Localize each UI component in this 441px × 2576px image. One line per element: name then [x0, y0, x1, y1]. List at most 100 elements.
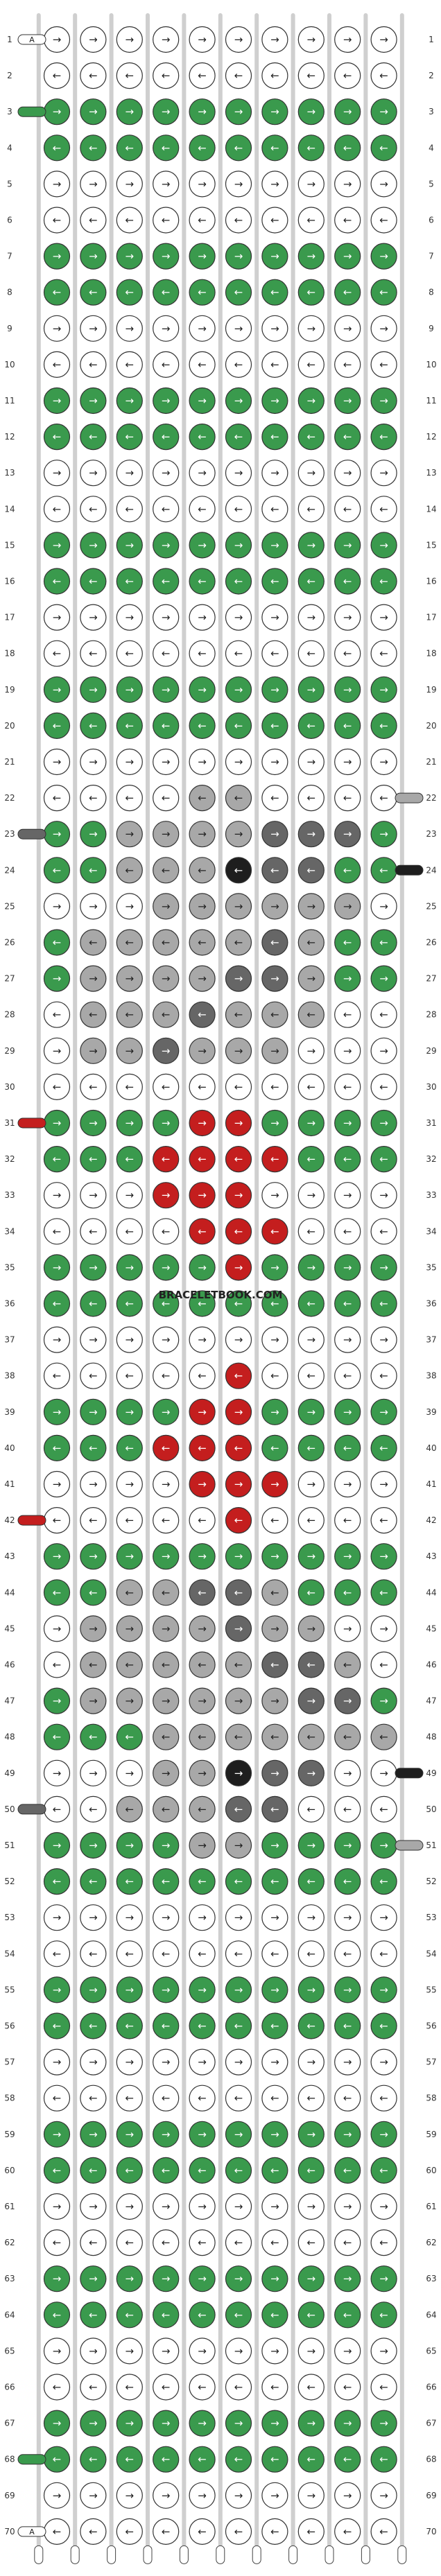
knot[interactable]: →: [261, 604, 288, 631]
knot[interactable]: ←: [225, 62, 252, 89]
knot[interactable]: →: [225, 893, 252, 920]
knot[interactable]: →: [153, 1037, 180, 1064]
knot[interactable]: ←: [261, 1651, 288, 1678]
knot[interactable]: →: [116, 98, 143, 125]
knot[interactable]: ←: [334, 2518, 361, 2545]
knot[interactable]: ←: [80, 2518, 107, 2545]
knot[interactable]: →: [297, 1759, 325, 1786]
knot[interactable]: ←: [370, 1290, 397, 1317]
knot[interactable]: →: [116, 676, 143, 703]
knot[interactable]: →: [261, 1904, 288, 1931]
knot[interactable]: ←: [116, 784, 143, 812]
knot[interactable]: ←: [189, 1868, 216, 1895]
knot[interactable]: →: [189, 532, 216, 559]
knot[interactable]: ←: [297, 279, 325, 306]
knot[interactable]: →: [225, 1109, 252, 1137]
knot[interactable]: →: [43, 1687, 71, 1714]
knot[interactable]: ←: [297, 1290, 325, 1317]
knot[interactable]: →: [261, 2410, 288, 2437]
knot[interactable]: ←: [189, 496, 216, 523]
knot[interactable]: ←: [116, 1507, 143, 1534]
knot[interactable]: ←: [43, 1940, 71, 1967]
knot[interactable]: ←: [80, 279, 107, 306]
knot[interactable]: ←: [116, 1145, 143, 1173]
knot[interactable]: ←: [116, 2374, 143, 2401]
knot[interactable]: ←: [225, 857, 252, 884]
knot[interactable]: →: [297, 387, 325, 415]
knot[interactable]: ←: [116, 1290, 143, 1317]
knot[interactable]: ←: [43, 1651, 71, 1678]
knot[interactable]: →: [43, 532, 71, 559]
knot[interactable]: ←: [80, 2157, 107, 2184]
knot[interactable]: →: [153, 1326, 180, 1353]
knot[interactable]: →: [189, 1687, 216, 1714]
knot[interactable]: →: [153, 821, 180, 848]
knot[interactable]: ←: [153, 496, 180, 523]
knot[interactable]: ←: [297, 929, 325, 956]
knot[interactable]: →: [261, 1687, 288, 1714]
knot[interactable]: →: [334, 26, 361, 53]
knot[interactable]: ←: [189, 1362, 216, 1389]
knot[interactable]: ←: [297, 1651, 325, 1678]
knot[interactable]: ←: [43, 1723, 71, 1750]
knot[interactable]: →: [370, 1904, 397, 1931]
knot[interactable]: ←: [80, 1795, 107, 1822]
knot[interactable]: →: [334, 604, 361, 631]
knot[interactable]: ←: [261, 2446, 288, 2473]
knot[interactable]: →: [153, 1687, 180, 1714]
knot[interactable]: →: [116, 2048, 143, 2075]
knot[interactable]: ←: [334, 1290, 361, 1317]
knot[interactable]: →: [80, 171, 107, 198]
knot[interactable]: ←: [225, 1290, 252, 1317]
knot[interactable]: ←: [116, 1868, 143, 1895]
knot[interactable]: ←: [43, 1434, 71, 1461]
knot[interactable]: ←: [225, 1073, 252, 1101]
knot[interactable]: →: [334, 1326, 361, 1353]
knot[interactable]: →: [189, 387, 216, 415]
knot[interactable]: ←: [370, 2446, 397, 2473]
knot[interactable]: ←: [80, 1145, 107, 1173]
knot[interactable]: ←: [116, 712, 143, 740]
knot[interactable]: →: [80, 1759, 107, 1786]
knot[interactable]: ←: [116, 2157, 143, 2184]
knot[interactable]: ←: [153, 1940, 180, 1967]
knot[interactable]: ←: [80, 1290, 107, 1317]
knot[interactable]: →: [334, 387, 361, 415]
knot[interactable]: →: [370, 532, 397, 559]
knot[interactable]: →: [43, 2338, 71, 2365]
knot[interactable]: ←: [334, 1218, 361, 1245]
knot[interactable]: →: [116, 2410, 143, 2437]
knot[interactable]: →: [116, 1398, 143, 1425]
knot[interactable]: ←: [370, 2374, 397, 2401]
knot[interactable]: ←: [153, 1434, 180, 1461]
knot[interactable]: ←: [261, 1723, 288, 1750]
knot[interactable]: →: [80, 315, 107, 342]
knot[interactable]: →: [43, 1976, 71, 2003]
knot[interactable]: ←: [153, 2446, 180, 2473]
knot[interactable]: ←: [116, 857, 143, 884]
knot[interactable]: ←: [370, 1362, 397, 1389]
knot[interactable]: ←: [116, 1073, 143, 1101]
knot[interactable]: ←: [189, 1434, 216, 1461]
knot[interactable]: →: [334, 1398, 361, 1425]
knot[interactable]: →: [116, 460, 143, 487]
knot[interactable]: ←: [153, 2229, 180, 2256]
knot[interactable]: →: [153, 2265, 180, 2292]
knot[interactable]: ←: [153, 1723, 180, 1750]
knot[interactable]: ←: [80, 1434, 107, 1461]
knot[interactable]: ←: [261, 857, 288, 884]
knot[interactable]: →: [116, 748, 143, 776]
knot[interactable]: →: [225, 1831, 252, 1859]
knot[interactable]: →: [153, 243, 180, 270]
knot[interactable]: →: [116, 2338, 143, 2365]
knot[interactable]: ←: [370, 1507, 397, 1534]
knot[interactable]: →: [80, 965, 107, 992]
knot[interactable]: →: [297, 1687, 325, 1714]
knot[interactable]: →: [153, 1254, 180, 1281]
knot[interactable]: →: [334, 1470, 361, 1498]
knot[interactable]: ←: [189, 1940, 216, 1967]
knot[interactable]: ←: [189, 2518, 216, 2545]
knot[interactable]: →: [80, 98, 107, 125]
knot[interactable]: ←: [43, 2518, 71, 2545]
knot[interactable]: ←: [189, 1073, 216, 1101]
